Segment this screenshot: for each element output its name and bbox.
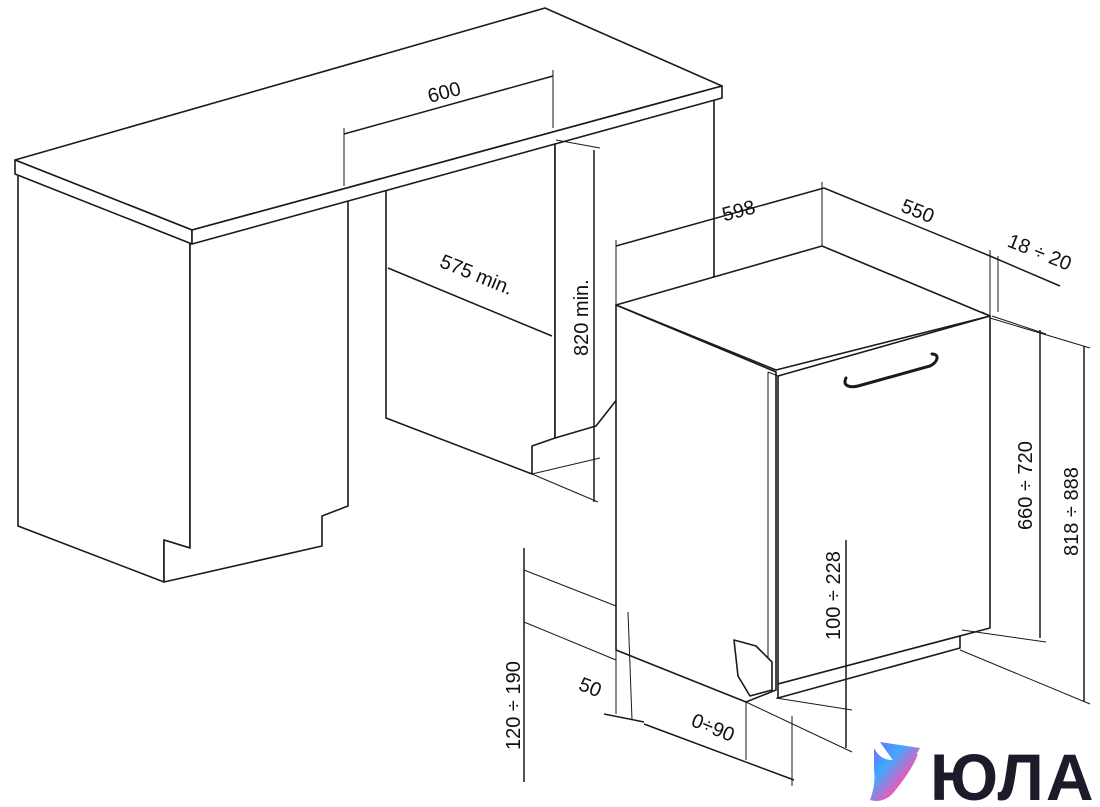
label-door-height: 660 ÷ 720 <box>1015 441 1037 530</box>
label-door-thickness: 18 ÷ 20 <box>1004 230 1074 275</box>
door-handle <box>843 352 939 389</box>
door-edge-top <box>767 311 992 377</box>
dishwasher-plinth <box>777 635 961 699</box>
dishwasher-foot <box>733 639 773 697</box>
label-appliance-width: 598 <box>720 196 758 226</box>
label-foot-offset: 50 <box>576 673 605 702</box>
dimension-lines <box>343 70 1091 786</box>
dishwasher-side <box>615 304 777 703</box>
yula-logo: ЮЛА <box>870 740 1096 807</box>
label-plinth-height: 100 ÷ 228 <box>823 551 845 640</box>
label-total-height: 818 ÷ 888 <box>1061 467 1083 556</box>
left-cabinet-side <box>163 195 349 583</box>
dishwasher <box>615 245 992 703</box>
yula-logo-icon <box>870 742 920 801</box>
label-plinth-depth: 0÷90 <box>688 710 737 747</box>
dishwasher-door <box>777 315 991 685</box>
right-cabinet-side <box>385 139 556 475</box>
label-niche-height: 820 min. <box>571 279 593 356</box>
yula-logo-text: ЮЛА <box>930 740 1096 807</box>
kitchen-cabinet <box>14 7 723 583</box>
label-foot-height: 120 ÷ 190 <box>503 661 525 750</box>
label-appliance-depth: 550 <box>898 195 937 228</box>
countertop-side-edge <box>191 85 723 245</box>
right-cabinet-edge <box>531 446 601 475</box>
